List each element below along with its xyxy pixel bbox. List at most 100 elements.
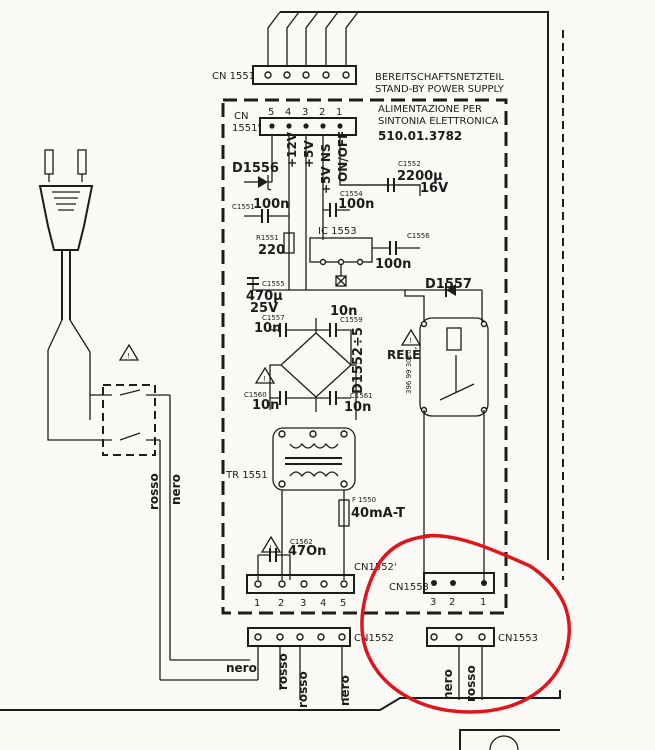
chassis-line (0, 690, 561, 711)
c1562-capacitor: C1562 47On ! (257, 535, 326, 580)
relay-rele: ! RELÈ 396 99 3010 (387, 290, 489, 580)
c1554-value: 100n (338, 197, 374, 212)
wire-label-nero-3: nero (338, 675, 352, 706)
chassis-round-part (489, 735, 519, 750)
svg-text:!: ! (263, 375, 266, 383)
svg-text:C1556: C1556 (407, 232, 430, 240)
f1550-value: 40mA-T (351, 506, 405, 521)
c1552-capacitor: C1552 2200μ 16V (340, 160, 448, 196)
board-title-1: ALIMENTAZIONE PER (378, 104, 482, 115)
cn1551p-pin-1: 1 (336, 107, 342, 118)
signal-plus5vns: +5V NS (319, 143, 333, 194)
d1556-label: D1556 (232, 161, 279, 176)
wire-label-rosso-3: rosso (296, 671, 310, 708)
svg-text:C1560: C1560 (244, 391, 267, 399)
svg-text:R1551: R1551 (256, 234, 279, 242)
svg-text:C1559: C1559 (340, 316, 363, 324)
standby-title-en: STAND-BY POWER SUPPLY (375, 84, 505, 95)
svg-text:4: 4 (320, 598, 326, 609)
rele-code: 396 99 3010 (405, 349, 413, 394)
svg-text:C1555: C1555 (262, 280, 285, 288)
r1551-resistor: R1551 220 (256, 232, 295, 258)
bridge-rectifier: C1557 10n 10n C1559 C1560 10n C1561 10n … (244, 304, 373, 420)
svg-text:C1552: C1552 (398, 160, 421, 168)
ic1553: IC 1553 (309, 226, 373, 287)
signal-plus5v: +5V (302, 140, 316, 168)
cn1551p-label-a: CN (234, 111, 248, 122)
cn1551p-label-b: 1551' (232, 123, 260, 134)
rele-label: RELÈ (387, 347, 420, 362)
r1551-value: 220 (258, 243, 285, 258)
svg-text:C1554: C1554 (340, 190, 363, 198)
standby-title-de: BEREITSCHAFTSNETZTEIL (375, 72, 504, 83)
c1555-value-2: 25V (250, 301, 278, 316)
mains-switch: ! rosso nero (90, 343, 183, 680)
svg-text:!: ! (409, 337, 412, 345)
svg-text:1: 1 (480, 597, 486, 608)
svg-text:C1557: C1557 (262, 314, 285, 322)
cn1551-connector: CN 1551 (212, 11, 549, 560)
wire-label-nero-2: nero (226, 661, 257, 675)
c1559-value: 10n (330, 304, 357, 319)
c1555-value-1: 470μ (246, 289, 283, 304)
svg-text:2: 2 (278, 598, 284, 609)
cn1551p-pin-4: 4 (285, 107, 291, 118)
board-title-2: SINTONIA ELETTRONICA (378, 116, 499, 127)
c1551-value: 100n (253, 197, 289, 212)
svg-text:2: 2 (449, 597, 455, 608)
wire-label-rosso-1: rosso (147, 473, 161, 510)
c1560-value: 10n (252, 398, 279, 413)
svg-text:C1561: C1561 (350, 392, 373, 400)
c1551-capacitor: C1551 100n (232, 197, 289, 223)
cn1553-label: CN1553 (498, 633, 538, 644)
c1557-value: 10n (254, 321, 281, 336)
svg-text:C1551: C1551 (232, 203, 255, 211)
transformer-tr1551: TR 1551 (225, 427, 356, 580)
svg-text:F 1550: F 1550 (352, 496, 376, 504)
d1557-diode: D1557 (405, 277, 482, 297)
board-outline (221, 98, 508, 615)
warning-triangle-icon: ! (400, 328, 422, 346)
cn1552-connector: CN1552 nero rosso rosso nero (226, 627, 394, 708)
red-annotation-circle (360, 533, 571, 714)
c1556-capacitor: C1556 100n (372, 232, 430, 272)
svg-text:!: ! (269, 544, 272, 552)
warning-triangle-icon: ! (260, 535, 282, 553)
cn1551-label: CN 1551 (212, 71, 255, 82)
svg-text:3: 3 (430, 597, 436, 608)
warning-triangle-icon: ! (118, 343, 140, 361)
signal-plus12v: +12V (285, 131, 299, 168)
c1562-value: 47On (288, 544, 326, 559)
svg-text:1: 1 (254, 598, 260, 609)
wire-label-rosso-2: rosso (276, 653, 290, 690)
cn1553-inner-label: CN1553 (389, 582, 429, 593)
svg-text:5: 5 (340, 598, 346, 609)
chassis-corner (459, 729, 560, 750)
d1557-label: D1557 (425, 277, 472, 292)
cn1553-inner-connector: CN1553 3 2 1 (389, 572, 495, 608)
cn1551-prime-connector: 5 4 3 2 1 CN 1551' (232, 107, 357, 136)
c1555-capacitor: C1555 470μ 25V (246, 277, 289, 316)
d1556-diode: D1556 (232, 161, 279, 191)
board-code: 510.01.3782 (378, 129, 462, 143)
cn1551p-pin-3: 3 (302, 107, 308, 118)
wire-label-nero-1: nero (169, 474, 183, 505)
svg-text:3: 3 (300, 598, 306, 609)
fuse-f1550: F 1550 40mA-T (338, 496, 405, 580)
warning-triangle-icon: ! (254, 366, 276, 384)
c1561-value: 10n (344, 400, 371, 415)
cn1551p-pin-2: 2 (319, 107, 325, 118)
d1552-label: D1552÷5 (351, 327, 366, 394)
cn1552-label: CN1552 (354, 633, 394, 644)
signal-onoff: ON/OFF (336, 131, 350, 182)
tr1551-label: TR 1551 (225, 470, 268, 481)
svg-text:!: ! (127, 352, 130, 360)
c1552-value-1: 2200μ (397, 169, 443, 184)
mains-plug-icon (38, 149, 100, 441)
cn1553-connector: CN1553 nero rosso (426, 627, 538, 702)
ic1553-label: IC 1553 (318, 226, 357, 237)
c1554-capacitor: C1554 100n (323, 190, 374, 217)
svg-text:C1562: C1562 (290, 538, 313, 546)
